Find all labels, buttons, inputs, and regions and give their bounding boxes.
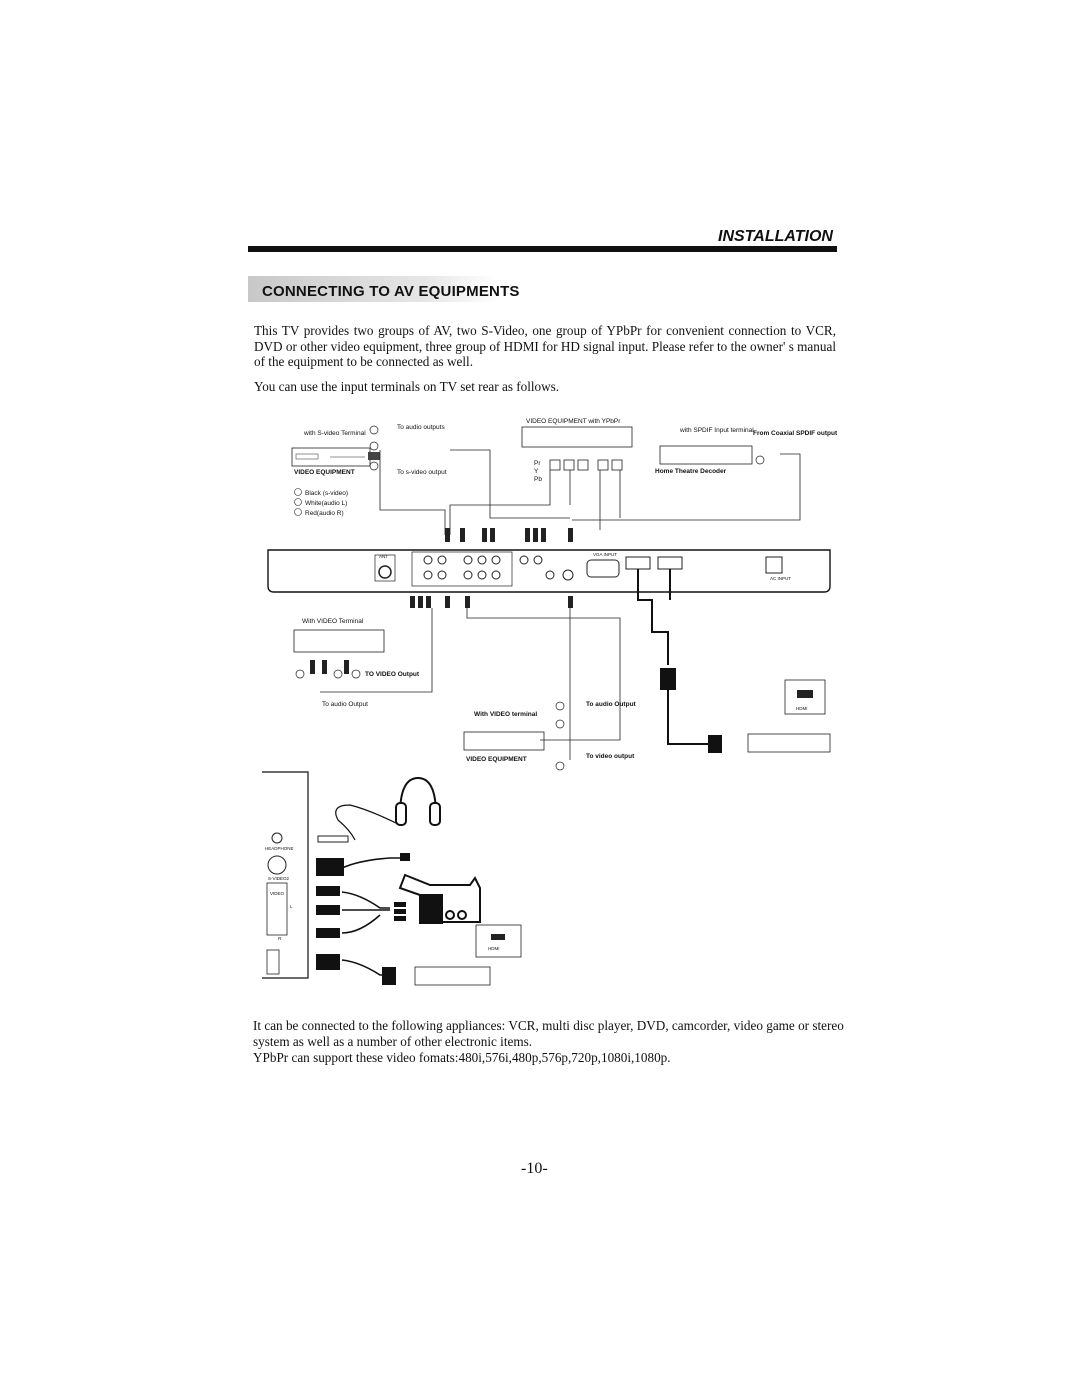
with-video-terminal2-label: With VIDEO terminal: [474, 711, 537, 718]
video-side-label: VIDEO: [270, 891, 285, 896]
intro-paragraph: This TV provides two groups of AV, two S…: [254, 323, 836, 369]
ant-label: ANT: [379, 554, 388, 559]
outro-line2: YPbPr can support these video fomats:480…: [253, 1050, 671, 1065]
headphone-label: HEADPHONE: [265, 846, 294, 851]
hdmi-device: [747, 733, 831, 753]
camcorder: [398, 873, 481, 924]
page-heading: CONNECTING TO AV EQUIPMENTS: [262, 283, 520, 300]
video-equipment2-device: [463, 731, 545, 751]
legend-white: White(audio L): [305, 500, 347, 507]
legend-black: Black (s-video): [305, 490, 348, 497]
video-equipment2-label: VIDEO EQUIPMENT: [466, 756, 527, 763]
pr-label: Pr: [534, 460, 541, 467]
hdmi2-label: HDMI: [488, 946, 500, 951]
video-terminal-device: [293, 629, 385, 653]
hdmi-plug-top: [660, 668, 676, 690]
hdmi-callout: [784, 679, 826, 715]
legend: Black (s-video) White(audio L) Red(audio…: [294, 488, 348, 517]
video-equipment-label: VIDEO EQUIPMENT: [294, 469, 355, 476]
legend-red: Red(audio R): [305, 510, 344, 517]
y-label: Y: [534, 468, 539, 475]
heading-background: [248, 276, 498, 302]
connection-diagram: with S-video Terminal To audio outputs V…: [262, 418, 838, 986]
header-rule: [248, 246, 837, 252]
pb-label: Pb: [534, 476, 542, 483]
ypbpr-equipment: [521, 426, 633, 448]
outro-line1: It can be connected to the following app…: [253, 1018, 844, 1049]
to-audio-output-label: To audio Output: [322, 701, 368, 708]
coaxial-output-label: From Coaxial SPDIF output: [753, 430, 838, 437]
spdif-input-label: with SPDIF Input terminal: [679, 427, 754, 434]
svideo-equipment: [291, 447, 371, 467]
section-title: INSTALLATION: [718, 228, 833, 245]
to-video-output-label: TO VIDEO Output: [365, 671, 420, 678]
vga-input-label: VGA INPUT: [593, 552, 617, 557]
rear-note: You can use the input terminals on TV se…: [254, 379, 560, 394]
with-video-terminal-label: With VIDEO Terminal: [302, 618, 364, 625]
hdmi-plug-bottom: [708, 735, 722, 753]
svideo-side-label: S-VIDEO2: [268, 876, 290, 881]
to-video-output2-label: To video output: [586, 753, 635, 760]
hdmi-label: HDMI: [796, 706, 808, 711]
home-theatre-device: [659, 445, 753, 465]
svideo-device-label: with S-video Terminal: [303, 430, 366, 437]
r-side-label: R: [278, 936, 282, 941]
hdmi-callout2: [475, 924, 522, 958]
to-audio-output2-label: To audio Output: [586, 701, 637, 708]
to-audio-outputs-label: To audio outputs: [397, 424, 445, 431]
l-side-label: L: [290, 904, 293, 909]
home-theatre-label: Home Theatre Decoder: [655, 468, 727, 475]
page-number: -10-: [521, 1160, 548, 1177]
tv-side-panel: HEADPHONE S-VIDEO2 VIDEO L R: [262, 771, 309, 979]
ac-label: AC INPUT: [770, 576, 791, 581]
tv-rear-panel: ANT VGA INPUT AC INPUT: [267, 549, 831, 593]
headphones: [335, 776, 441, 841]
to-svideo-output-label: To s-video output: [397, 469, 447, 476]
ypbpr-title: VIDEO EQUIPMENT with YPbPr: [526, 418, 621, 425]
game-console: [414, 966, 491, 986]
